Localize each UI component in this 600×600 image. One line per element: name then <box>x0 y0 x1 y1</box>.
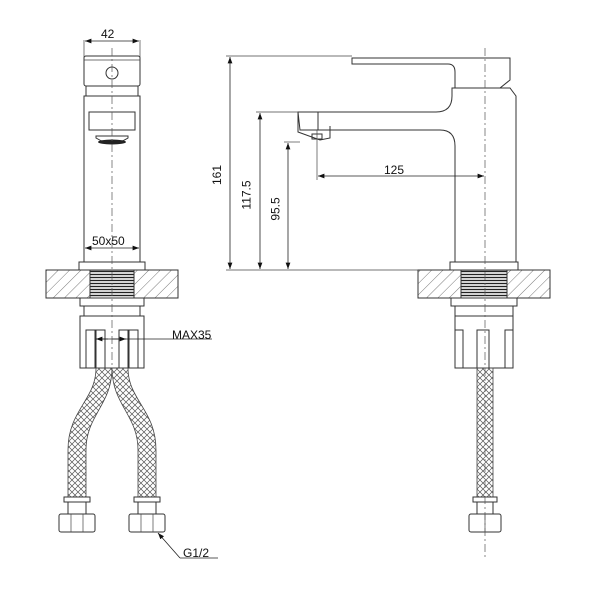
dim-spout-height: 117.5 <box>239 180 254 210</box>
side-view <box>226 48 551 560</box>
dim-outlet-height: 95.5 <box>268 197 283 221</box>
dim-thread: G1/2 <box>183 546 210 560</box>
dim-max-deck: MAX35 <box>172 328 212 342</box>
dim-width-top: 42 <box>101 27 115 41</box>
front-view <box>45 38 218 559</box>
dim-base: 50x50 <box>92 234 125 248</box>
dim-total-height: 161 <box>210 164 225 186</box>
dim-reach: 125 <box>384 163 405 177</box>
